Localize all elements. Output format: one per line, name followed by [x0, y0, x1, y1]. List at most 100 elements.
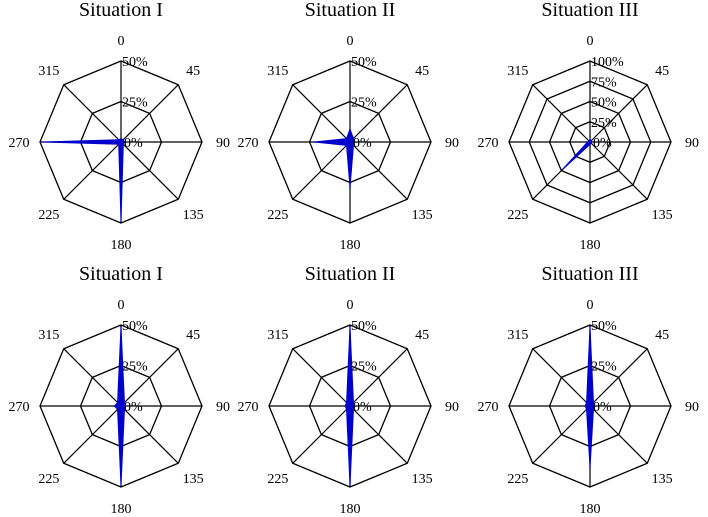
- chart-title: Situation III: [541, 0, 638, 21]
- ring-label: 50%: [122, 55, 148, 70]
- angle-label: 135: [412, 472, 433, 487]
- grid-spoke: [349, 405, 408, 464]
- data-point: [352, 401, 355, 404]
- data-point: [123, 141, 126, 143]
- angle-label: 315: [267, 64, 288, 79]
- data-point: [123, 408, 126, 411]
- ring-label: 0%: [124, 136, 143, 151]
- ring-label: 75%: [591, 75, 617, 90]
- grid-spoke: [63, 141, 122, 200]
- angle-label: 90: [445, 400, 459, 415]
- grid-spoke: [63, 84, 122, 143]
- angle-label: 45: [186, 328, 200, 343]
- ring-label: 25%: [351, 360, 377, 375]
- ring-label: 25%: [591, 116, 617, 131]
- data-point: [352, 144, 355, 147]
- angle-label: 0: [587, 34, 594, 49]
- series-area: [562, 138, 593, 170]
- angle-label: 0: [587, 298, 594, 313]
- ring-label: 50%: [351, 55, 377, 70]
- angle-label: 135: [183, 472, 204, 487]
- angle-label: 0: [347, 298, 354, 313]
- data-point: [345, 144, 348, 147]
- data-point: [42, 141, 45, 143]
- grid-spoke: [63, 405, 122, 464]
- angle-label: 225: [507, 472, 528, 487]
- data-point: [122, 138, 125, 141]
- data-point: [117, 138, 120, 141]
- angle-label: 270: [478, 136, 499, 151]
- ring-label: 50%: [351, 319, 377, 334]
- angle-label: 135: [412, 208, 433, 223]
- angle-label: 90: [445, 136, 459, 151]
- grid-spoke: [532, 84, 591, 143]
- grid-spoke: [532, 348, 591, 407]
- angle-label: 225: [38, 472, 59, 487]
- ring-label: 25%: [122, 96, 148, 111]
- data-point: [117, 143, 120, 146]
- data-point: [589, 138, 591, 141]
- grid-spoke: [292, 348, 351, 407]
- data-point: [352, 137, 355, 140]
- angle-label: 180: [111, 238, 132, 253]
- data-point: [561, 168, 564, 171]
- data-point: [588, 140, 590, 142]
- ring-label: 0%: [353, 400, 372, 415]
- data-point: [585, 408, 588, 411]
- angle-label: 315: [38, 64, 59, 79]
- ring-label: 100%: [591, 55, 624, 70]
- angle-label: 45: [186, 64, 200, 79]
- ring-label: 50%: [122, 319, 148, 334]
- angle-label: 270: [9, 136, 30, 151]
- data-point: [345, 408, 348, 411]
- angle-label: 0: [118, 298, 125, 313]
- angle-label: 90: [216, 400, 230, 415]
- data-point: [120, 220, 122, 223]
- grid-spoke: [292, 141, 351, 200]
- grid-spoke: [349, 84, 408, 143]
- angle-label: 315: [38, 328, 59, 343]
- data-point: [590, 142, 592, 144]
- data-point: [586, 141, 589, 143]
- angle-label: 0: [118, 34, 125, 49]
- grid-spoke: [589, 348, 648, 407]
- data-point: [589, 325, 591, 328]
- angle-label: 315: [507, 64, 528, 79]
- data-point: [349, 484, 351, 487]
- ring-label: 50%: [591, 96, 617, 111]
- data-point: [594, 405, 596, 407]
- grid-spoke: [589, 405, 648, 464]
- radar-chart-6: Situation III0%25%50%0459013518022527031…: [478, 263, 700, 517]
- ring-label: 50%: [591, 319, 617, 334]
- angle-label: 135: [652, 208, 673, 223]
- chart-title: Situation III: [541, 263, 638, 285]
- chart-title: Situation II: [305, 0, 396, 21]
- data-point: [120, 137, 122, 140]
- angle-label: 180: [111, 502, 132, 517]
- data-point: [592, 408, 595, 411]
- data-point: [589, 143, 591, 146]
- data-point: [585, 401, 588, 404]
- data-point: [120, 325, 122, 328]
- angle-label: 180: [580, 502, 601, 517]
- chart-title: Situation II: [305, 263, 396, 285]
- data-point: [123, 401, 126, 404]
- data-point: [349, 325, 351, 328]
- angle-label: 225: [38, 208, 59, 223]
- data-point: [345, 401, 348, 404]
- angle-label: 270: [478, 400, 499, 415]
- chart-title: Situation I: [79, 263, 163, 285]
- data-point: [592, 401, 595, 404]
- grid-spoke: [349, 141, 408, 200]
- grid-spoke: [589, 84, 648, 143]
- ring-label: 25%: [591, 360, 617, 375]
- data-point: [313, 141, 316, 143]
- grid-spoke: [292, 84, 351, 143]
- angle-label: 180: [340, 502, 361, 517]
- data-point: [584, 405, 586, 407]
- angle-label: 270: [238, 136, 259, 151]
- angle-label: 315: [507, 328, 528, 343]
- angle-label: 45: [655, 64, 669, 79]
